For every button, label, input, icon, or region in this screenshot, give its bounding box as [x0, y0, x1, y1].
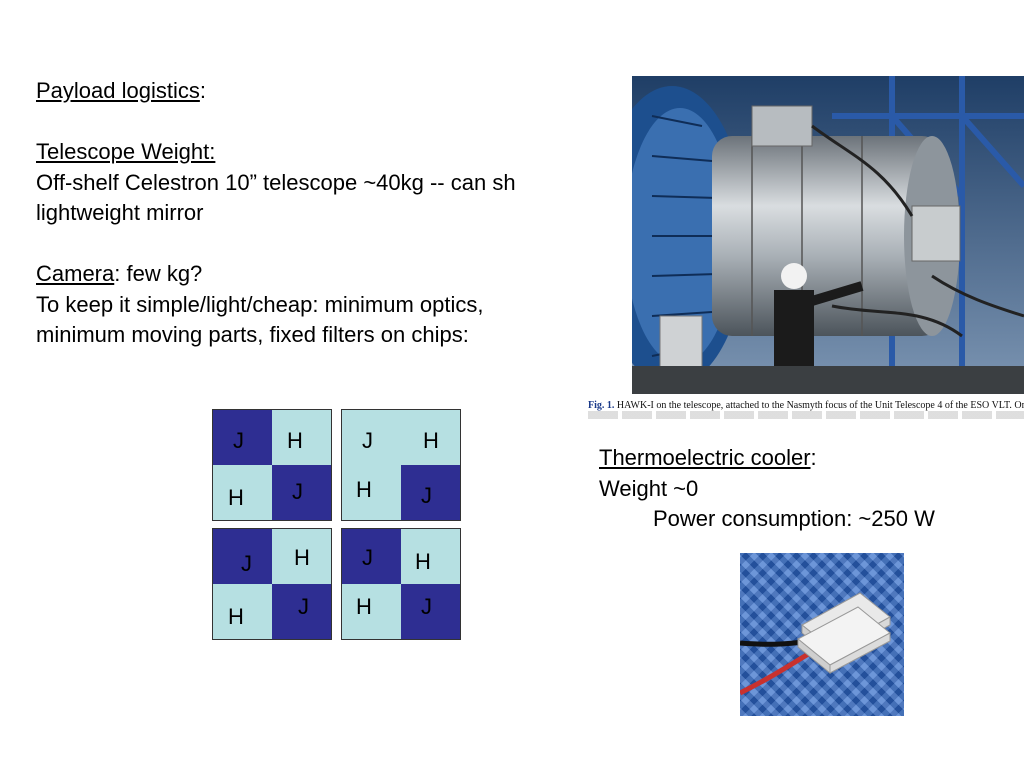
- cooler-heading-line: Thermoelectric cooler:: [599, 443, 1024, 474]
- chip-cell-label: J: [362, 545, 373, 570]
- chip-cell-label: J: [421, 483, 432, 508]
- peltier-module-photo: [740, 553, 904, 716]
- chip-cell-label: H: [356, 477, 372, 502]
- filter-chip-1: J H H J: [212, 409, 332, 521]
- chip-cell: J: [401, 584, 460, 639]
- figure-caption: Fig. 1. HAWK-I on the telescope, attache…: [588, 400, 1024, 418]
- filter-chip-2: J H H J: [341, 409, 461, 521]
- chip-cell-label: H: [294, 545, 310, 570]
- chip-cell: H: [272, 410, 331, 465]
- payload-heading-line: Payload logistics:: [36, 76, 591, 107]
- chip-cell: J: [213, 529, 272, 584]
- cooler-heading-suffix: :: [810, 445, 817, 470]
- hawk-i-illustration: [632, 76, 1024, 394]
- chip-cell-label: J: [233, 428, 244, 453]
- chip-cell: J: [272, 584, 331, 639]
- chip-cell-label: H: [228, 604, 244, 629]
- chip-cell: H: [342, 584, 401, 639]
- cooler-heading: Thermoelectric cooler: [599, 445, 811, 470]
- camera-heading-suffix: : few kg?: [114, 261, 203, 286]
- chip-cell-label: J: [298, 594, 309, 619]
- chip-cell-label: H: [415, 549, 431, 574]
- camera-heading-line: Camera: few kg?: [36, 259, 591, 290]
- chip-cell-label: J: [292, 479, 303, 504]
- chip-cell: H: [213, 584, 272, 639]
- peltier-illustration: [740, 592, 891, 696]
- chip-cell: J: [401, 465, 460, 520]
- chip-cell-label: J: [421, 594, 432, 619]
- chip-cell: J: [342, 410, 401, 465]
- payload-heading-suffix: :: [199, 78, 206, 103]
- telescope-weight-line1: Off-shelf Celestron 10” telescope ~40kg …: [36, 169, 516, 195]
- chip-cell: H: [342, 465, 401, 520]
- chip-cell: J: [342, 529, 401, 584]
- filter-chip-4: J H H J: [341, 528, 461, 640]
- camera-line1: To keep it simple/light/cheap: minimum o…: [36, 291, 484, 317]
- chip-cell-label: H: [356, 594, 372, 619]
- payload-heading: Payload logistics: [36, 78, 200, 103]
- chip-cell: H: [213, 465, 272, 520]
- caption-text: HAWK-I on the telescope, attached to the…: [616, 400, 1024, 411]
- chip-cell-label: H: [423, 428, 439, 453]
- chip-cell: J: [272, 465, 331, 520]
- chip-cell: H: [401, 529, 460, 584]
- chip-cell-label: H: [228, 485, 244, 510]
- chip-cell: H: [401, 410, 460, 465]
- hawk-i-photo: [632, 76, 1024, 394]
- chip-cell-label: J: [362, 428, 373, 453]
- cooler-power: Power consumption: ~250 W: [653, 506, 935, 531]
- caption-label: Fig. 1.: [588, 400, 615, 411]
- telescope-weight-heading: Telescope Weight:: [36, 139, 216, 164]
- telescope-weight-line2: lightweight mirror: [36, 200, 204, 225]
- cooler-weight: Weight ~0: [599, 475, 699, 501]
- camera-line2: minimum moving parts, fixed filters on c…: [36, 322, 469, 347]
- chip-cell: J: [213, 410, 272, 465]
- chip-cell-label: H: [287, 428, 303, 453]
- camera-heading: Camera: [36, 261, 115, 286]
- filter-chip-3: J H H J: [212, 528, 332, 640]
- chip-cell-label: J: [241, 551, 252, 576]
- chip-cell: H: [272, 529, 331, 584]
- cooler-text: Thermoelectric cooler: Weight ~0 Power c…: [599, 443, 1024, 535]
- payload-text: Payload logistics: Telescope Weight: Off…: [36, 76, 591, 351]
- caption-overflow-text: [588, 411, 1024, 419]
